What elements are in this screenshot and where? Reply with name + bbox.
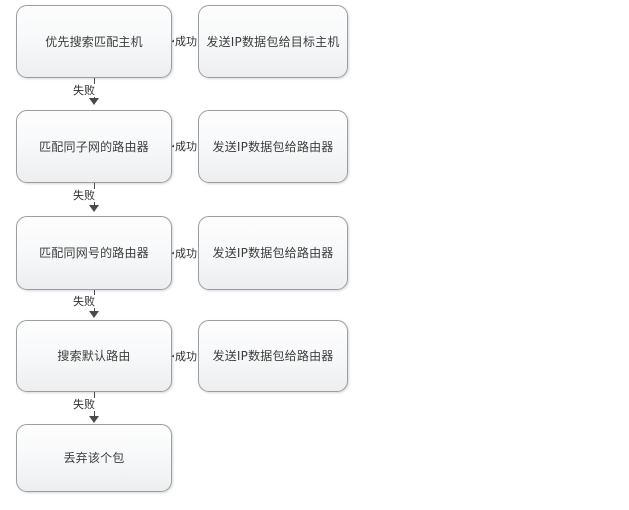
edge-label-e2: 失败: [72, 84, 96, 97]
flowchart-node-label: 丢弃该个包: [63, 451, 125, 465]
flowchart-node-n6[interactable]: 发送IP数据包给路由器: [198, 216, 348, 290]
flowchart-node-label: 搜索默认路由: [57, 349, 131, 363]
edge-arrowhead-e4: [89, 205, 99, 212]
edge-arrowhead-e8: [89, 416, 99, 423]
flowchart-node-label: 匹配同子网的路由器: [39, 139, 149, 154]
flowchart-node-label: 发送IP数据包给路由器: [212, 349, 334, 363]
edge-arrowhead-e2: [89, 98, 99, 105]
flowchart-node-label: 优先搜索匹配主机: [45, 34, 143, 49]
edge-label-e7: 成功: [174, 350, 198, 363]
flowchart-node-n1[interactable]: 优先搜索匹配主机: [16, 5, 172, 78]
edge-label-e5: 成功: [174, 247, 198, 260]
edge-label-e3: 成功: [174, 140, 198, 153]
flowchart-node-n5[interactable]: 匹配同网号的路由器: [16, 216, 172, 290]
flowchart-node-n4[interactable]: 发送IP数据包给路由器: [198, 110, 348, 183]
flowchart-node-n2[interactable]: 发送IP数据包给目标主机: [198, 5, 348, 78]
flowchart-node-n9[interactable]: 丢弃该个包: [16, 424, 172, 492]
flowchart-node-n8[interactable]: 发送IP数据包给路由器: [198, 320, 348, 392]
edge-label-e6: 失败: [72, 295, 96, 308]
flowchart-node-label: 发送IP数据包给目标主机: [206, 34, 340, 49]
edge-label-e8: 失败: [72, 398, 96, 411]
edge-arrowhead-e6: [89, 311, 99, 318]
flowchart-node-label: 发送IP数据包给路由器: [212, 139, 334, 154]
edge-label-e1: 成功: [174, 35, 198, 48]
edge-label-e4: 失败: [72, 189, 96, 202]
flowchart-node-n3[interactable]: 匹配同子网的路由器: [16, 110, 172, 183]
flowchart-node-n7[interactable]: 搜索默认路由: [16, 320, 172, 392]
flowchart-node-label: 匹配同网号的路由器: [39, 246, 149, 260]
flowchart-node-label: 发送IP数据包给路由器: [212, 246, 334, 260]
